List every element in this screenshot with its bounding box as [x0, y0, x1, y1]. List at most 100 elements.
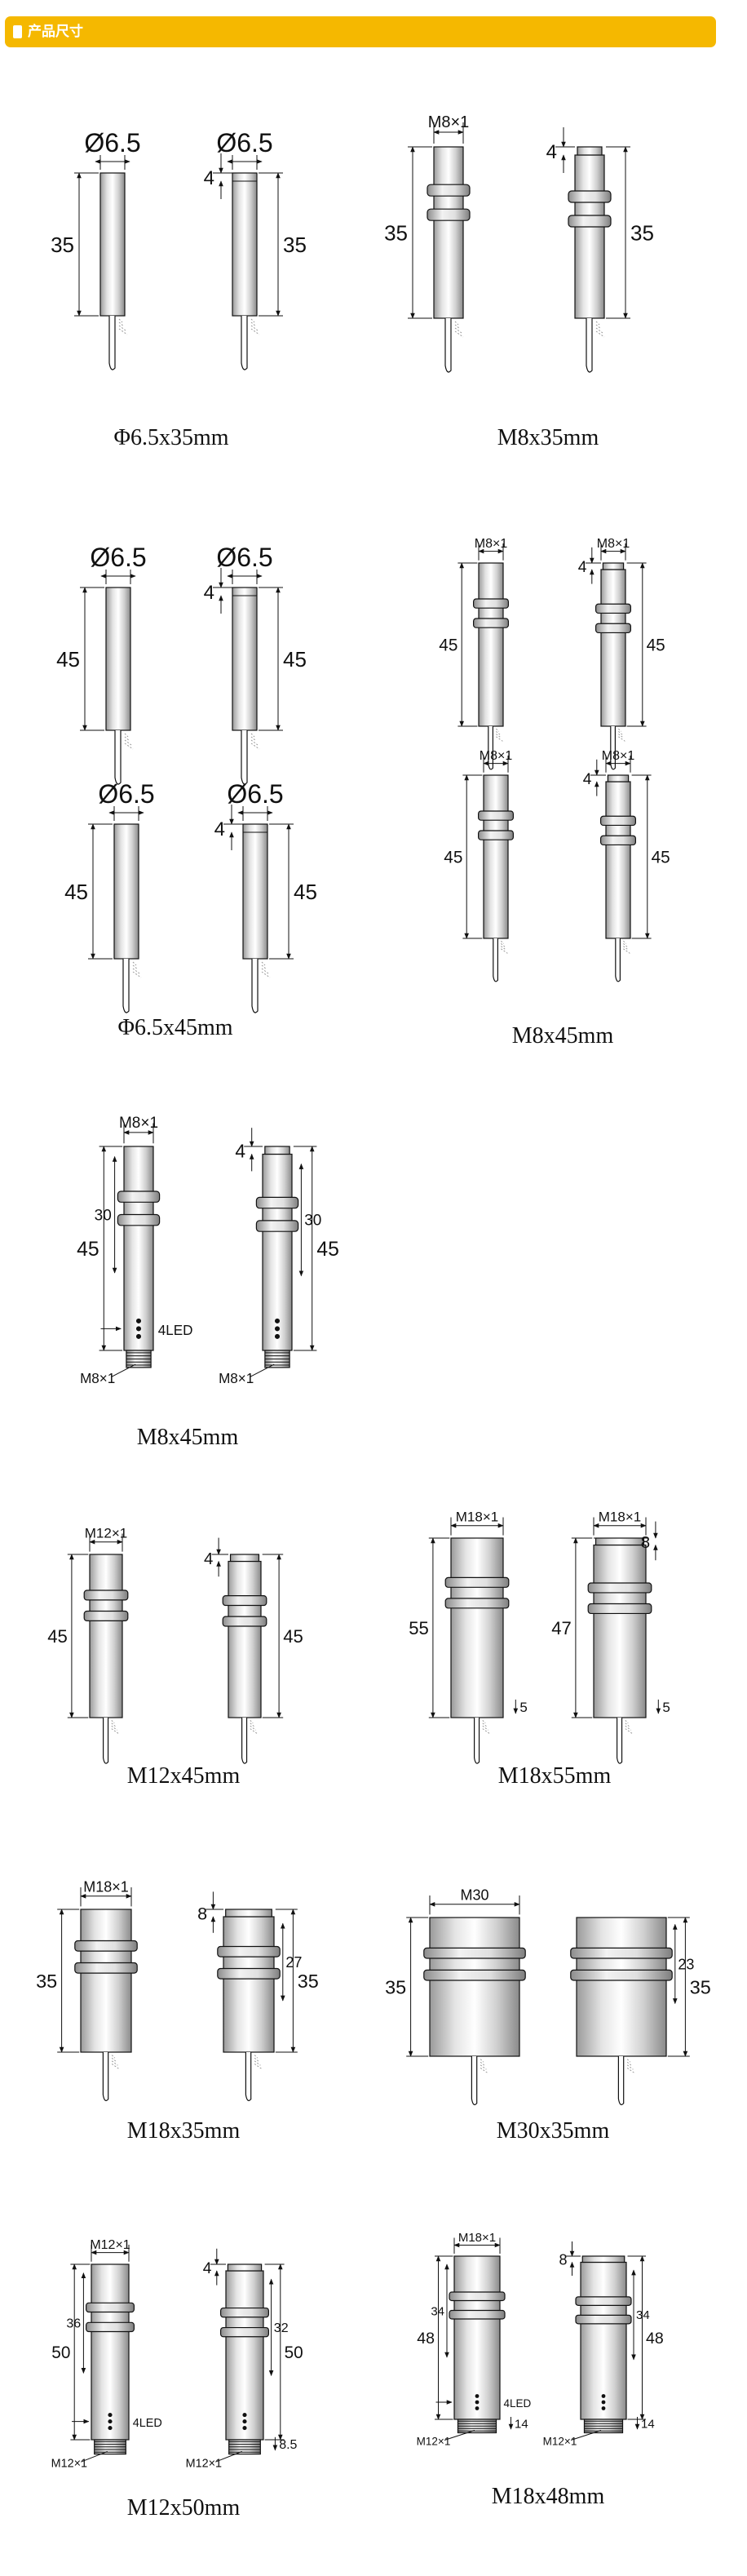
lock-nut [423, 1969, 526, 1981]
sensor-body [593, 1544, 647, 1718]
thread-size-label: M8×1 [119, 1115, 158, 1132]
light-ray [261, 964, 267, 970]
header-marker [13, 25, 22, 38]
diameter-label: Ø6.5 [90, 543, 146, 572]
lock-nut [217, 1967, 281, 1980]
lock-nut [83, 1589, 129, 1601]
light-ray [482, 1725, 488, 1731]
model-caption: M18x48mm [492, 2484, 605, 2509]
diameter-label: Ø6.5 [216, 543, 272, 572]
tail-length-value: 5 [519, 1700, 527, 1715]
thread-length-value: 23 [678, 1956, 694, 1972]
protrusion-value: 4 [583, 771, 592, 788]
light-ray [480, 2064, 487, 2070]
light-ray [132, 968, 140, 974]
light-ray [118, 325, 126, 331]
light-ray [250, 1725, 256, 1731]
led-indicator [242, 2426, 247, 2431]
connector-size-label: M12×1 [186, 2458, 222, 2471]
model-caption: M8x45mm [137, 1425, 239, 1450]
light-ray [618, 728, 621, 732]
sensing-head [602, 562, 625, 570]
cable [493, 938, 498, 982]
dimension-value: 45 [647, 636, 665, 654]
connector-size-label: M8×1 [80, 1371, 115, 1386]
lock-nut [575, 2314, 632, 2325]
cable [241, 730, 248, 785]
light-ray [496, 734, 502, 738]
lock-nut [85, 2302, 135, 2313]
cable [488, 726, 493, 770]
connector-size-label: M8×1 [219, 1371, 254, 1386]
sensor-body [453, 2255, 501, 2420]
light-ray [625, 1728, 633, 1734]
lock-nut [472, 618, 509, 628]
cable [241, 1718, 248, 1764]
lock-nut [74, 1940, 138, 1952]
model-caption: M12x45mm [127, 1763, 241, 1789]
threaded-sensor-drawing: M8×145 [444, 749, 514, 982]
light-ray [480, 2061, 485, 2067]
sensor-body [478, 562, 504, 727]
sensor-body [574, 154, 605, 319]
sensor-body [232, 587, 258, 731]
light-ray [118, 328, 128, 335]
sensor-body [105, 587, 131, 731]
light-ray [496, 728, 499, 732]
thread-length-value: 32 [274, 2321, 289, 2335]
sensor-body [576, 1917, 667, 2057]
connector-size-label: M12×1 [543, 2436, 577, 2448]
protrusion-value: 4 [204, 167, 214, 189]
thread-size-label: M8×1 [428, 113, 470, 131]
leader-line [111, 1363, 136, 1377]
lock-nut [423, 1947, 526, 1959]
protrusion-value: 8 [641, 1534, 650, 1552]
sensing-head [229, 1554, 260, 1563]
light-ray [480, 2067, 488, 2074]
model-caption: M8x35mm [497, 425, 599, 450]
light-ray [118, 321, 125, 327]
led-label: 4LED [504, 2397, 532, 2410]
light-ray [250, 736, 257, 742]
lock-nut [255, 1220, 299, 1232]
light-ray [626, 2064, 634, 2070]
light-ray [626, 2061, 632, 2067]
model-caption: M8x45mm [512, 1023, 614, 1049]
dimension-value: 48 [646, 2330, 664, 2348]
lock-nut [575, 2296, 632, 2306]
lock-nut [427, 184, 471, 197]
light-ray [254, 2063, 263, 2070]
thread-length-value: 34 [431, 2304, 444, 2318]
dimension-value: 35 [690, 1976, 711, 1997]
cable [108, 316, 116, 370]
cable [444, 318, 452, 373]
model-caption: M18x35mm [127, 2118, 241, 2144]
threaded-sensor-drawing: M12×145 [47, 1526, 129, 1764]
light-ray [626, 2059, 631, 2063]
led-indicator [242, 2413, 247, 2418]
protrusion-value: 4 [235, 1140, 245, 1161]
sensor-body [600, 569, 626, 727]
cable [615, 938, 621, 982]
dimension-value: 35 [36, 1971, 57, 1992]
diameter-label: Ø6.5 [98, 779, 154, 809]
led-indicator [601, 2394, 606, 2398]
light-ray [124, 736, 130, 742]
sensor-body [605, 781, 631, 939]
sensor-body [91, 2263, 130, 2441]
protrusion-value: 8 [559, 2252, 567, 2268]
light-ray [132, 964, 139, 970]
thread-size-label: M18×1 [83, 1878, 129, 1895]
sensor-body [228, 1560, 262, 1718]
lock-nut [477, 830, 514, 840]
led-indicator [108, 2413, 113, 2418]
lock-nut [599, 835, 636, 846]
dimension-value: 45 [444, 848, 462, 867]
